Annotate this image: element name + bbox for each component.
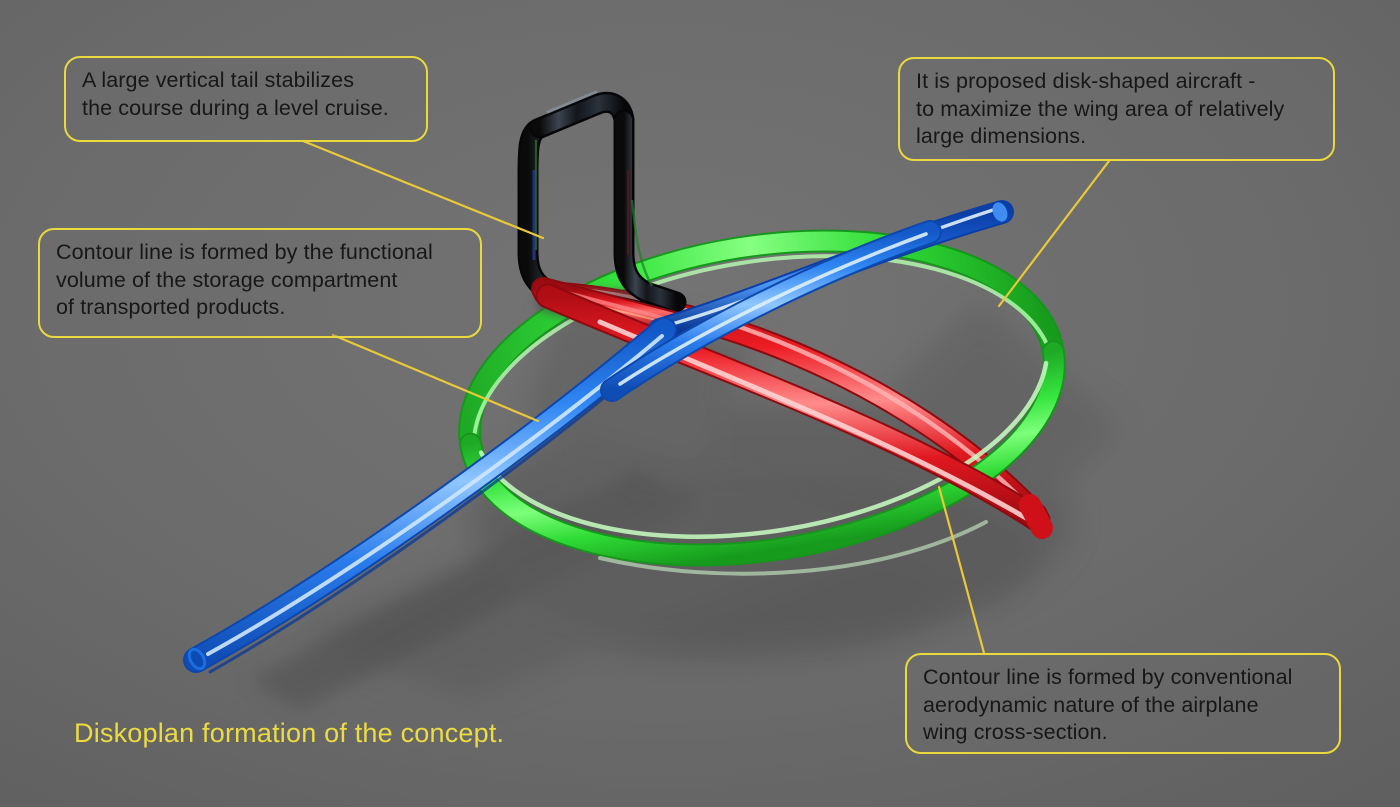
- callout-disk-shaped-aircraft: It is proposed disk-shaped aircraft - to…: [898, 57, 1335, 161]
- callout-vertical-tail: A large vertical tail stabilizes the cou…: [64, 56, 428, 142]
- callout-storage-volume-contour: Contour line is formed by the functional…: [38, 228, 482, 338]
- disk-contour-ring-front: [459, 340, 1066, 567]
- callout-aerodynamic-wing-contour: Contour line is formed by conventional a…: [905, 653, 1341, 754]
- storage-volume-contour-crossover: [600, 220, 942, 402]
- storage-volume-contour-near: [183, 317, 677, 674]
- page-title: Diskoplan formation of the concept.: [74, 718, 505, 748]
